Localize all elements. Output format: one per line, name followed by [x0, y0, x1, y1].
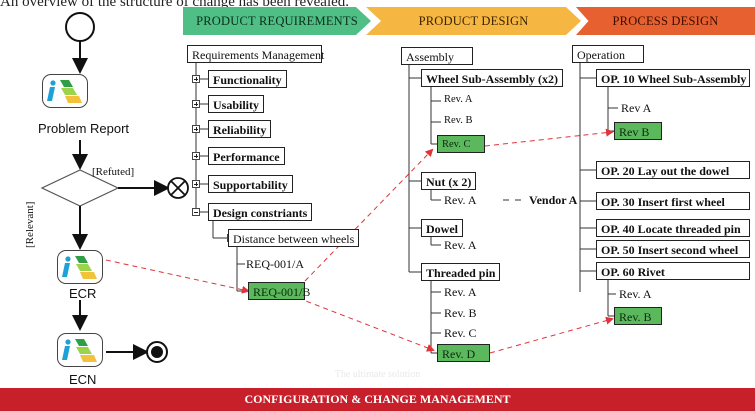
- process-op60[interactable]: OP. 60 Rivet: [596, 262, 750, 280]
- start-node: [65, 12, 95, 42]
- phase-process-design: PROCESS DESIGN: [576, 7, 755, 35]
- req-functionality[interactable]: Functionality: [208, 70, 287, 88]
- pin-rev-d[interactable]: Rev. D: [437, 344, 490, 362]
- process-root-operation[interactable]: Operation: [572, 45, 644, 63]
- req-performance[interactable]: Performance: [208, 147, 285, 165]
- op10-rev-b[interactable]: Rev B: [614, 122, 662, 140]
- design-root-assembly[interactable]: Assembly: [401, 47, 473, 65]
- pin-rev-b[interactable]: Rev. B: [444, 306, 477, 320]
- refuted-label: [Refuted]: [92, 166, 135, 178]
- op60-rev-b[interactable]: Rev. B: [614, 307, 662, 325]
- req-001-a[interactable]: REQ-001/A: [246, 257, 304, 271]
- process-op20[interactable]: OP. 20 Lay out the dowel: [596, 161, 750, 179]
- phase-product-design: PRODUCT DESIGN: [366, 7, 581, 35]
- wheel-rev-c[interactable]: Rev. C: [437, 135, 485, 153]
- ecr-icon[interactable]: [57, 250, 103, 284]
- req-supportability[interactable]: Supportability: [208, 175, 293, 193]
- expand-icon[interactable]: [192, 152, 200, 160]
- process-op40[interactable]: OP. 40 Locate threaded pin: [596, 219, 750, 237]
- process-op50[interactable]: OP. 50 Insert second wheel: [596, 240, 750, 258]
- process-op30[interactable]: OP. 30 Insert first wheel: [596, 192, 750, 210]
- expand-icon[interactable]: [192, 180, 200, 188]
- req-distance-between-wheels[interactable]: Distance between wheels: [228, 229, 360, 247]
- op10-rev-a[interactable]: Rev A: [621, 101, 652, 115]
- expand-icon[interactable]: [192, 100, 200, 108]
- req-usability[interactable]: Usability: [208, 95, 265, 113]
- problem-report-label: Problem Report: [38, 121, 130, 136]
- pin-rev-c[interactable]: Rev. C: [444, 326, 477, 340]
- configuration-change-management-bar: CONFIGURATION & CHANGE MANAGEMENT: [0, 388, 755, 411]
- dowel-rev-a[interactable]: Rev. A: [444, 238, 477, 252]
- design-threaded-pin[interactable]: Threaded pin: [421, 263, 501, 281]
- expand-icon[interactable]: [192, 75, 200, 83]
- op60-rev-a[interactable]: Rev. A: [619, 287, 652, 301]
- wheel-rev-b[interactable]: Rev. B: [444, 115, 473, 126]
- vendor-a: Vendor A: [529, 193, 578, 207]
- pin-rev-a[interactable]: Rev. A: [444, 285, 477, 299]
- ecr-label: ECR: [69, 286, 97, 301]
- relevant-label: [Relevant]: [24, 201, 36, 248]
- expand-icon[interactable]: [192, 125, 200, 133]
- process-op10[interactable]: OP. 10 Wheel Sub-Assembly: [596, 69, 750, 87]
- collapse-icon[interactable]: [192, 208, 200, 216]
- req-001-b[interactable]: REQ-001/B: [248, 282, 310, 300]
- design-nut[interactable]: Nut (x 2): [421, 172, 477, 190]
- design-dowel[interactable]: Dowel: [421, 219, 463, 237]
- nut-rev-a[interactable]: Rev. A: [444, 193, 477, 207]
- req-design-constraints[interactable]: Design constriants: [208, 203, 313, 221]
- req-reliability[interactable]: Reliability: [208, 120, 272, 138]
- wheel-rev-a[interactable]: Rev. A: [444, 94, 473, 105]
- problem-report-icon[interactable]: [42, 74, 88, 108]
- ecn-label: ECN: [69, 372, 97, 387]
- ecn-icon[interactable]: [57, 333, 103, 367]
- watermark: The ultimate solution: [334, 368, 421, 380]
- requirements-root[interactable]: Requirements Management: [187, 45, 324, 63]
- caption-text: An overview of the structure of change h…: [0, 0, 350, 10]
- phase-product-requirements: PRODUCT REQUIREMENTS: [183, 7, 371, 35]
- design-wheel-sub-assembly[interactable]: Wheel Sub-Assembly (x2): [421, 69, 564, 87]
